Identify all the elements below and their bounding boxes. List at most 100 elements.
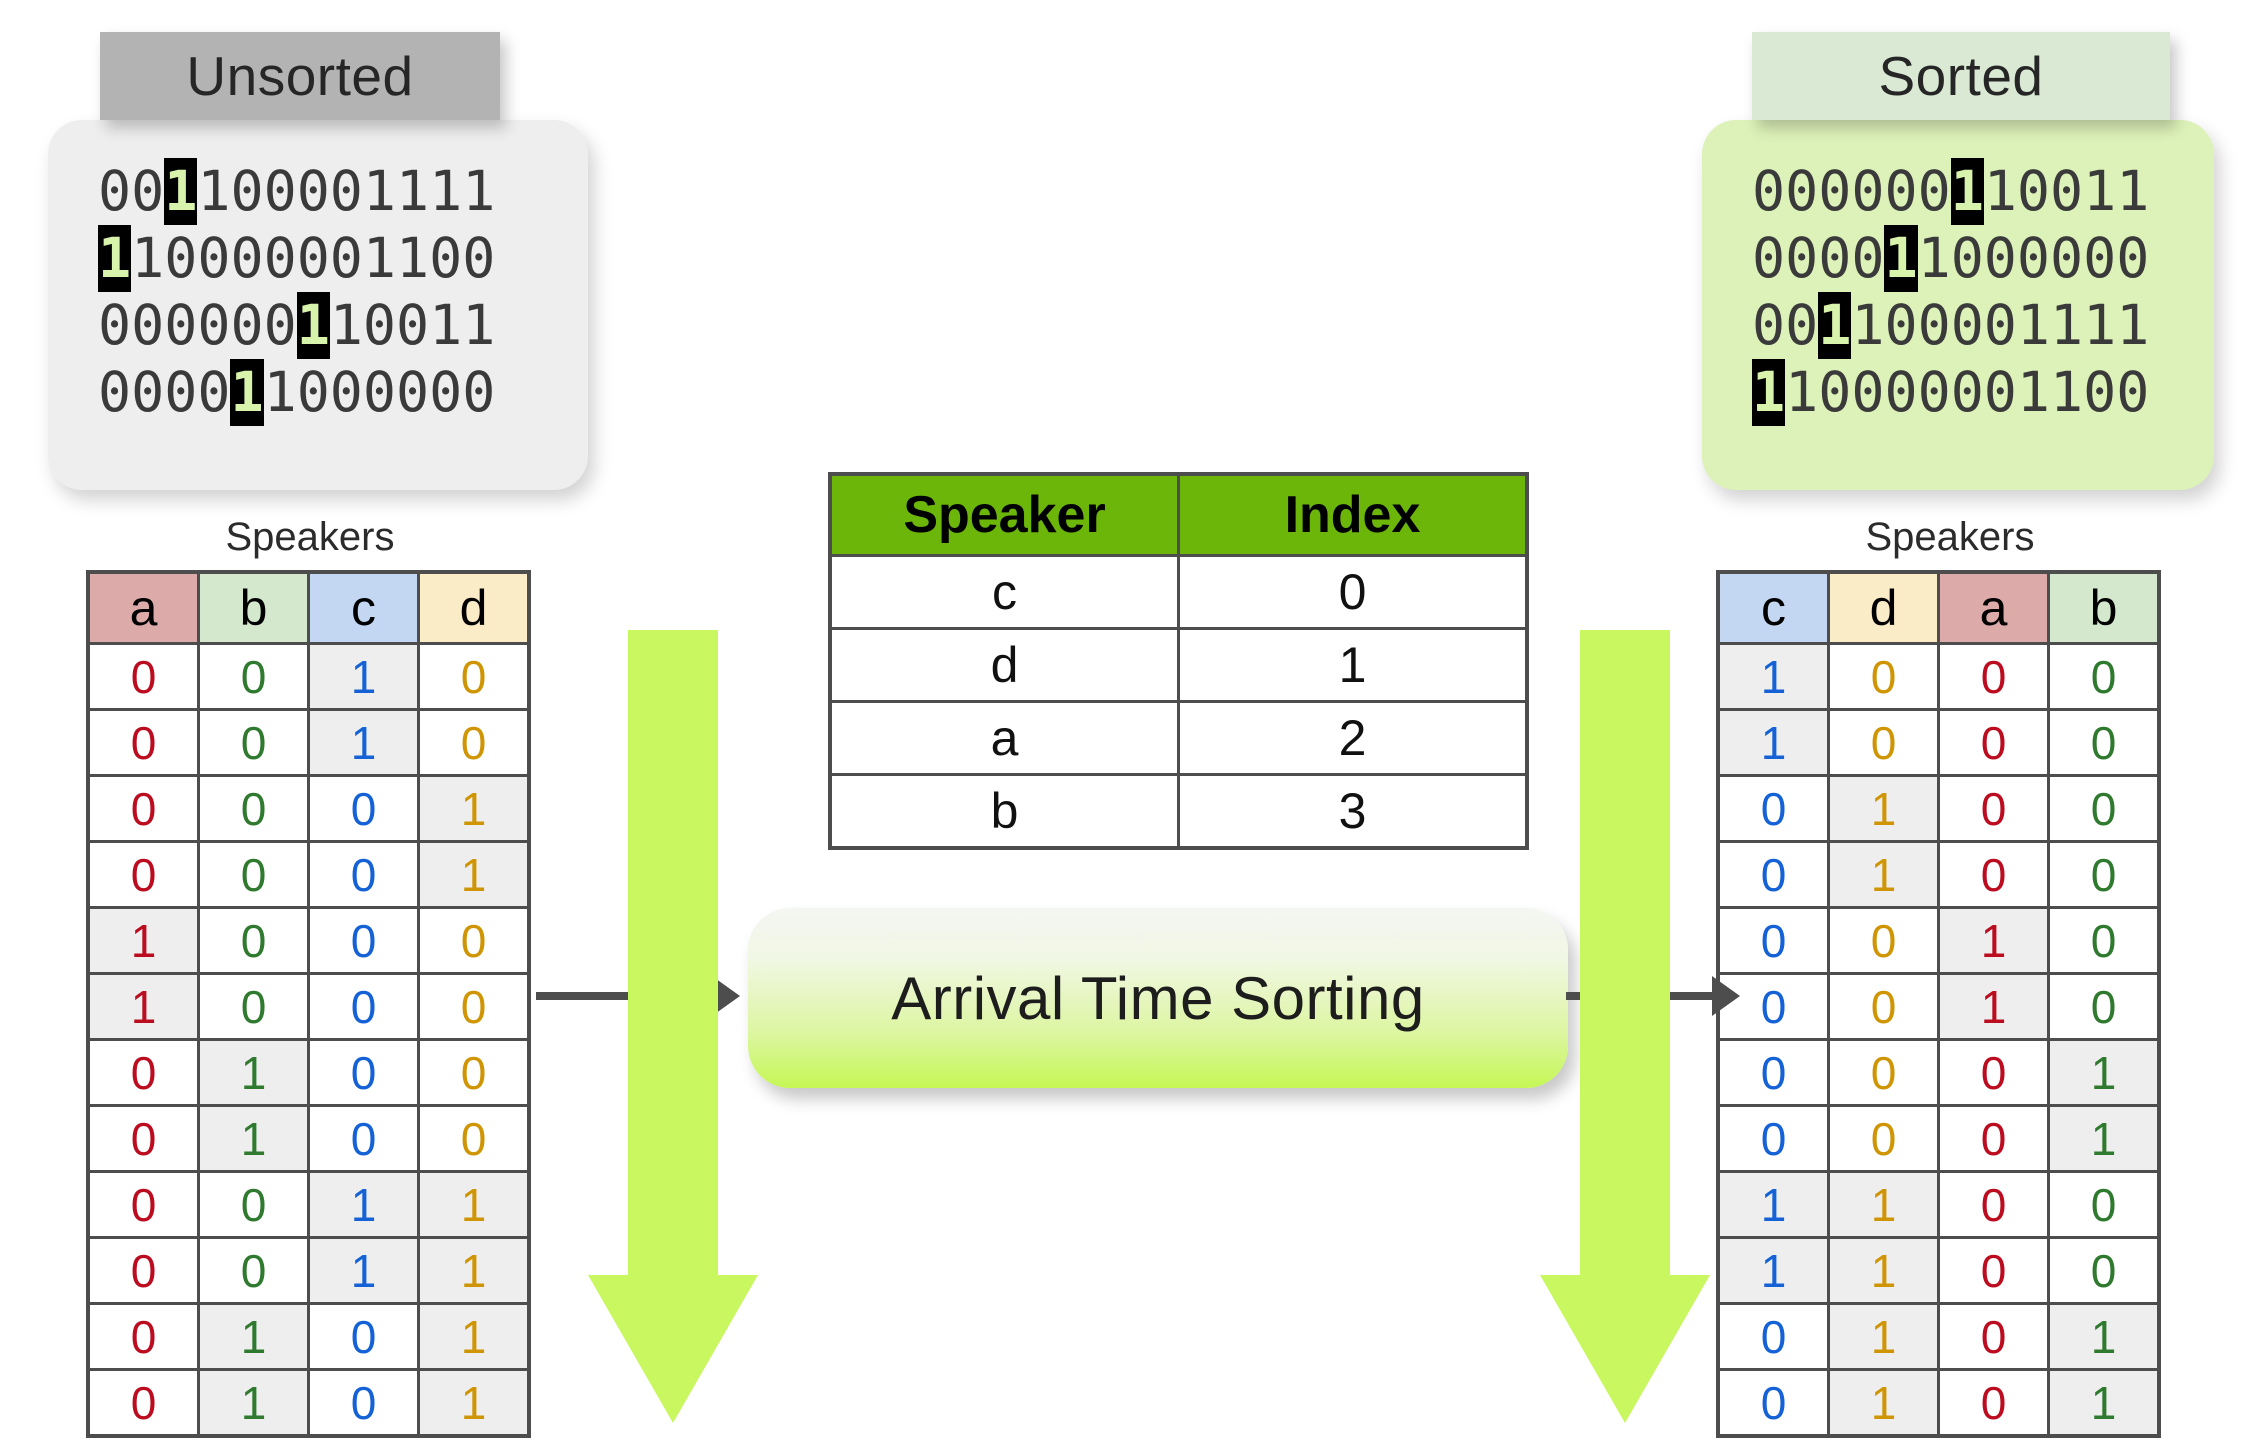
activity-cell: 1 — [2047, 1302, 2161, 1371]
activity-cell: 0 — [307, 972, 420, 1041]
activity-cell: 0 — [1937, 1170, 2050, 1239]
arrow-shaft — [628, 630, 718, 1280]
unsorted-binary-row: 000000110011 — [98, 292, 495, 359]
unsorted-binary-row: 000011000000 — [98, 359, 495, 426]
activity-cell: 0 — [2047, 642, 2161, 711]
activity-cell: 0 — [2047, 840, 2161, 909]
activity-cell: 0 — [1937, 840, 2050, 909]
binary-suffix: 1000000 — [1917, 226, 2150, 290]
activity-cell: 0 — [1716, 1104, 1830, 1173]
first-onset-highlight: 1 — [230, 359, 264, 426]
right-column-header-a[interactable]: a — [1937, 570, 2050, 645]
activity-cell: 0 — [1827, 1104, 1940, 1173]
activity-cell: 0 — [1716, 840, 1830, 909]
activity-cell: 1 — [1716, 1236, 1830, 1305]
left-column-header-c[interactable]: c — [307, 570, 420, 645]
right-column-header-d[interactable]: d — [1827, 570, 1940, 645]
index-column-header[interactable]: Index — [1177, 472, 1529, 557]
activity-cell: 1 — [86, 906, 200, 975]
right-column-header-c[interactable]: c — [1716, 570, 1830, 645]
first-onset-highlight: 1 — [1752, 359, 1786, 426]
activity-cell: 0 — [86, 708, 200, 777]
left-speakers-caption: Speakers — [225, 515, 395, 559]
activity-cell: 0 — [1937, 1302, 2050, 1371]
activity-cell: 0 — [1716, 1302, 1830, 1371]
activity-cell: 0 — [417, 972, 531, 1041]
activity-cell: 0 — [307, 774, 420, 843]
activity-cell: 0 — [86, 1368, 200, 1438]
arrow-shaft — [1580, 630, 1670, 1280]
left-column-header-b[interactable]: b — [197, 570, 310, 645]
activity-cell: 0 — [417, 642, 531, 711]
activity-cell: 0 — [1827, 906, 1940, 975]
binary-prefix: 000000 — [1752, 159, 1951, 223]
unsorted-binary-row: 001100001111 — [98, 158, 495, 225]
activity-cell: 1 — [417, 1302, 531, 1371]
activity-cell: 1 — [1937, 906, 2050, 975]
activity-cell: 0 — [86, 840, 200, 909]
arrival-time-sorting-box[interactable]: Arrival Time Sorting — [748, 908, 1568, 1088]
first-onset-highlight: 1 — [1884, 225, 1918, 292]
activity-cell: 0 — [417, 1038, 531, 1107]
activity-cell: 0 — [86, 1170, 200, 1239]
activity-cell: 0 — [197, 774, 310, 843]
unsorted-binary-row: 110000001100 — [98, 225, 495, 292]
connector-arrow-right-head — [1712, 976, 1740, 1016]
first-onset-highlight: 1 — [296, 292, 330, 359]
binary-suffix: 10000001100 — [1785, 360, 2150, 424]
activity-cell: 0 — [197, 1170, 310, 1239]
first-onset-highlight: 1 — [1950, 158, 1984, 225]
index-cell: b — [828, 773, 1180, 850]
index-cell: 2 — [1177, 700, 1529, 776]
unsorted-card-title: Unsorted — [100, 32, 500, 120]
activity-cell: 0 — [1716, 1368, 1830, 1438]
left-column-header-d[interactable]: d — [417, 570, 531, 645]
binary-suffix: 1000000 — [263, 360, 496, 424]
index-cell: a — [828, 700, 1180, 776]
index-column-header[interactable]: Speaker — [828, 472, 1180, 557]
activity-cell: 0 — [1937, 1104, 2050, 1173]
activity-cell: 1 — [1827, 1302, 1940, 1371]
activity-cell: 1 — [417, 840, 531, 909]
right-column-header-b[interactable]: b — [2047, 570, 2161, 645]
activity-cell: 1 — [2047, 1104, 2161, 1173]
activity-cell: 1 — [197, 1368, 310, 1438]
activity-cell: 0 — [307, 1368, 420, 1438]
first-onset-highlight: 1 — [98, 225, 132, 292]
activity-cell: 1 — [86, 972, 200, 1041]
activity-cell: 0 — [197, 972, 310, 1041]
activity-cell: 0 — [1937, 1038, 2050, 1107]
binary-prefix: 0000 — [98, 360, 231, 424]
activity-cell: 0 — [1827, 708, 1940, 777]
activity-cell: 0 — [1937, 642, 2050, 711]
time-flow-arrow-right — [1540, 630, 1710, 1423]
activity-cell: 0 — [2047, 708, 2161, 777]
activity-cell: 0 — [197, 642, 310, 711]
activity-cell: 0 — [197, 708, 310, 777]
activity-cell: 0 — [197, 840, 310, 909]
binary-suffix: 10011 — [1983, 159, 2150, 223]
left-column-header-a[interactable]: a — [86, 570, 200, 645]
activity-cell: 0 — [1937, 1368, 2050, 1438]
activity-cell: 0 — [417, 1104, 531, 1173]
activity-cell: 0 — [86, 1038, 200, 1107]
activity-cell: 0 — [2047, 972, 2161, 1041]
